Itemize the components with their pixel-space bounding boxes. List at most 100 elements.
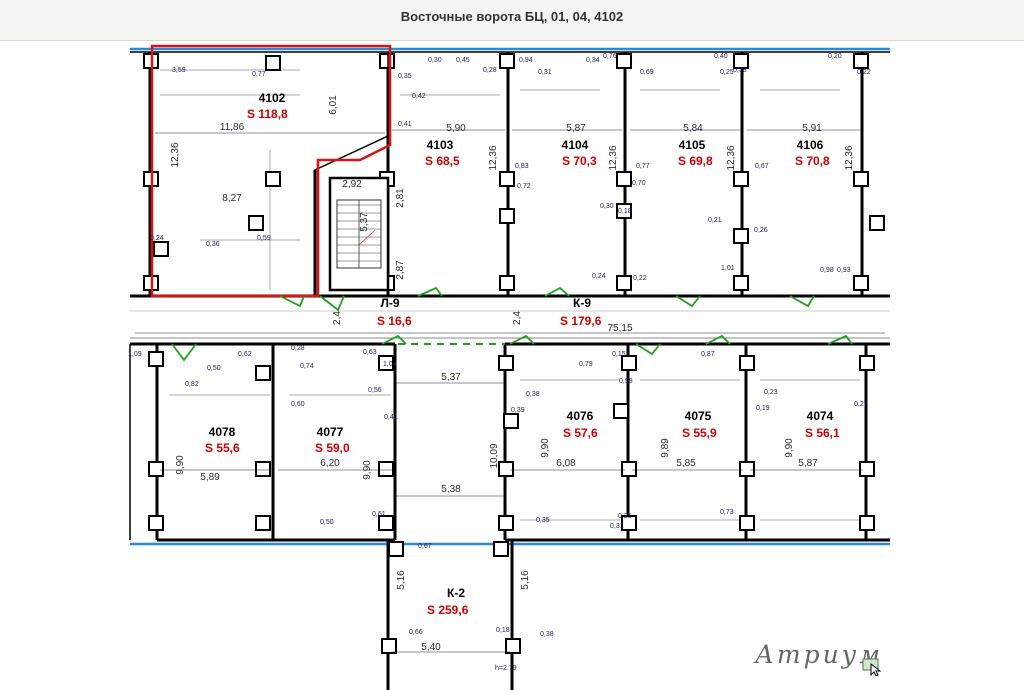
- column: [739, 515, 755, 531]
- room-number: 4075: [685, 409, 712, 423]
- room-area: S 179,6: [560, 314, 602, 328]
- width-dimension: 75,15: [607, 323, 632, 334]
- small-dimension: 0,67: [418, 543, 432, 550]
- height-dimension: 2,4: [332, 311, 343, 325]
- small-dimension: 0,30: [600, 203, 614, 210]
- column: [148, 461, 164, 477]
- small-dimension: 0,69: [640, 69, 654, 76]
- height-dimension: 9,90: [784, 438, 795, 458]
- column: [499, 171, 515, 187]
- column: [613, 403, 629, 419]
- small-dimension: 0,38: [526, 391, 540, 398]
- column: [621, 461, 637, 477]
- width-dimension: 5,37: [441, 372, 461, 383]
- page-title: Восточные ворота БЦ, 01, 04, 4102: [400, 9, 624, 24]
- brand-logo-text: Атриум: [755, 640, 883, 669]
- height-dimension: 6,01: [328, 95, 339, 115]
- small-dimension: 3,59: [172, 67, 186, 74]
- small-dimension: 0,83: [515, 163, 529, 170]
- small-dimension: 0,20: [828, 53, 842, 60]
- column: [498, 355, 514, 371]
- small-dimension: 0,82: [185, 381, 199, 388]
- door-swing: [544, 286, 570, 297]
- width-dimension: 6,08: [556, 458, 576, 469]
- door-swing: [789, 295, 815, 308]
- column: [255, 365, 271, 381]
- column: [248, 215, 264, 231]
- small-dimension: h=2.79: [495, 665, 517, 672]
- column: [733, 171, 749, 187]
- small-dimension: 0,39: [511, 407, 525, 414]
- door-swing: [319, 295, 345, 312]
- small-dimension: 0,35: [398, 73, 412, 80]
- column: [503, 413, 519, 429]
- height-dimension: 12,36: [488, 145, 499, 170]
- small-dimension: 0,94: [519, 57, 533, 64]
- width-dimension: 5,40: [421, 642, 441, 653]
- small-dimension: 0,26: [754, 227, 768, 234]
- room-number: 4077: [317, 425, 344, 439]
- door-swing: [705, 334, 731, 345]
- width-dimension: 5,84: [683, 123, 703, 134]
- height-dimension: 5,16: [520, 570, 531, 590]
- small-dimension: 0,87: [701, 351, 715, 358]
- column: [499, 275, 515, 291]
- column: [498, 515, 514, 531]
- column: [379, 53, 395, 69]
- width-dimension: 11,86: [220, 122, 245, 133]
- small-dimension: 0,56: [368, 387, 382, 394]
- door-swing: [279, 295, 305, 308]
- column: [493, 541, 509, 557]
- column: [616, 203, 632, 219]
- room-number: К-9: [573, 296, 591, 310]
- height-dimension: 10,09: [489, 443, 500, 468]
- height-dimension: 5,16: [396, 570, 407, 590]
- room-area: S 57,6: [563, 426, 598, 440]
- door-swing: [635, 343, 661, 356]
- small-dimension: 0,24: [150, 235, 164, 242]
- height-dimension: 12,36: [608, 145, 619, 170]
- room-number: 4074: [807, 409, 834, 423]
- column: [265, 55, 281, 71]
- small-dimension: 0,36: [206, 241, 220, 248]
- height-dimension: 12,36: [170, 142, 181, 167]
- room-number: К-2: [447, 586, 465, 600]
- small-dimension: 1,04: [383, 361, 397, 368]
- column: [853, 171, 869, 187]
- small-dimension: 0,27: [854, 401, 868, 408]
- column: [505, 638, 521, 654]
- column: [853, 53, 869, 69]
- small-dimension: 0,41: [398, 121, 412, 128]
- small-dimension: 0,30: [428, 57, 442, 64]
- column: [499, 208, 515, 224]
- column: [378, 355, 394, 371]
- small-dimension: 0,50: [207, 365, 221, 372]
- small-dimension: 0,98: [820, 267, 834, 274]
- height-dimension: 2,81: [395, 188, 406, 208]
- column: [859, 515, 875, 531]
- column: [148, 351, 164, 367]
- column: [621, 355, 637, 371]
- height-dimension: 5,37: [359, 212, 370, 232]
- column: [378, 461, 394, 477]
- small-dimension: 0,62: [238, 351, 252, 358]
- room-area: S 16,6: [377, 314, 412, 328]
- room-area: S 55,6: [205, 441, 240, 455]
- height-dimension: 12,36: [844, 145, 855, 170]
- small-dimension: 0,21: [708, 217, 722, 224]
- small-dimension: 0,93: [837, 267, 851, 274]
- small-dimension: 0,60: [291, 401, 305, 408]
- width-dimension: 5,91: [802, 123, 822, 134]
- column: [616, 171, 632, 187]
- column: [853, 275, 869, 291]
- column: [265, 171, 281, 187]
- room-number: 4102: [259, 91, 286, 105]
- stair-arrow: [358, 229, 376, 246]
- small-dimension: 0,34: [586, 57, 600, 64]
- column: [859, 461, 875, 477]
- width-dimension: 5,85: [676, 458, 696, 469]
- small-dimension: 0,24: [592, 273, 606, 280]
- small-dimension: 0,41: [384, 414, 398, 421]
- door-swing: [381, 334, 407, 345]
